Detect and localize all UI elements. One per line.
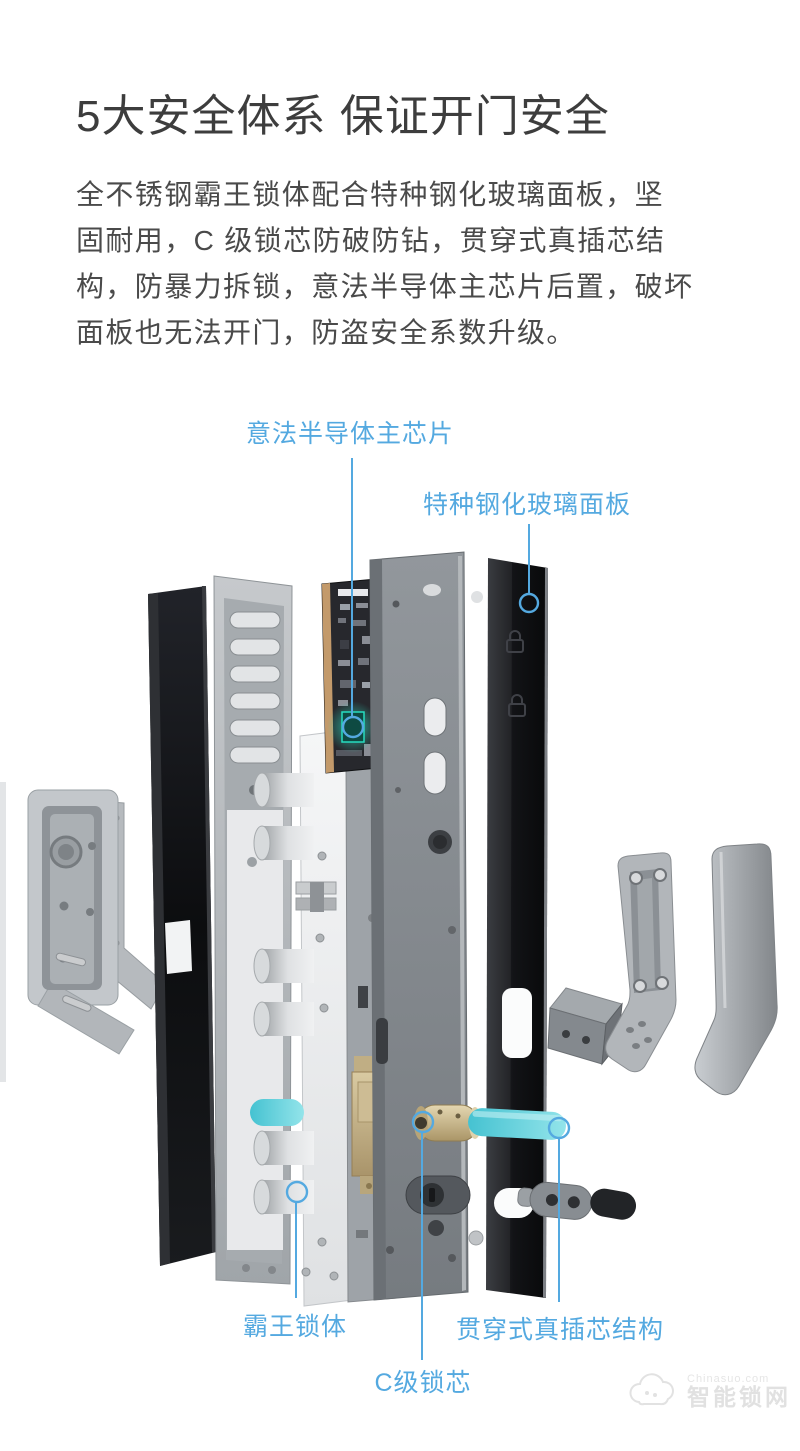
- deadbolt-pin: [253, 772, 314, 808]
- site-watermark: Chinasuo.com 智能锁网: [627, 1372, 797, 1412]
- description-paragraph: 全不锈钢霸王锁体配合特种钢化玻璃面板，坚 固耐用，C 级锁芯防破防钻，贯穿式真插…: [76, 172, 693, 356]
- black-cap-piece: [590, 1188, 637, 1220]
- mortise-rod-right: [468, 1108, 566, 1140]
- deadbolt-pin: [253, 1130, 314, 1166]
- watermark-site: Chinasuo.com: [687, 1373, 770, 1386]
- callout-circle-rod: [547, 1116, 571, 1140]
- vent-frame: [213, 575, 293, 1285]
- callout-circle-cylinder: [411, 1110, 435, 1134]
- deadbolt-pin: [253, 948, 314, 984]
- edge-sliver: [0, 782, 6, 1082]
- callout-circle-glass: [518, 592, 540, 614]
- callout-label-mortise: 贯穿式真插芯结构: [455, 1316, 665, 1344]
- deadbolt-pin: [253, 1001, 314, 1037]
- callout-markers: [285, 458, 571, 1360]
- page-title: 5大安全体系 保证开门安全: [76, 92, 610, 141]
- watermark-name: 智能锁网: [687, 1384, 791, 1411]
- door-handle: [694, 843, 778, 1096]
- callout-circle-chip: [341, 715, 365, 739]
- left-mounting-bracket: [27, 789, 166, 1055]
- callout-label-glass-panel: 特种钢化玻璃面板: [422, 491, 632, 519]
- latch-tongue: [295, 881, 337, 912]
- bolt-plate: [250, 729, 353, 1307]
- lock-glyph-icons: [506, 630, 526, 717]
- callout-label-main-chip: 意法半导体主芯片: [245, 420, 455, 448]
- lock-body-plate: [369, 551, 471, 1301]
- watermark-text: Chinasuo.com 智能锁网: [687, 1373, 791, 1410]
- cloud-icon: [629, 1373, 674, 1406]
- deadbolt-pin: [253, 825, 314, 861]
- handle-bracket: [605, 852, 677, 1073]
- description-line: 全不锈钢霸王锁体配合特种钢化玻璃面板，坚: [76, 179, 665, 210]
- callout-label-cylinder: C级锁芯: [374, 1369, 472, 1397]
- mortise-rod-left: [250, 1099, 304, 1126]
- callout-label-lock-body: 霸王锁体: [242, 1313, 348, 1341]
- description-line: 固耐用，C 级锁芯防破防钻，贯穿式真插芯结: [76, 225, 666, 256]
- description-line: 构，防暴力拆锁，意法半导体主芯片后置，破坏: [76, 271, 694, 302]
- glass-handle-cutout: [502, 988, 532, 1058]
- small-pin: [468, 1230, 484, 1246]
- description-line: 面板也无法开门，防盗安全系数升级。: [76, 317, 576, 348]
- panel-window-cutout: [165, 920, 192, 974]
- callout-circle-lockbody: [285, 1180, 309, 1204]
- rear-cover-panel: [148, 586, 216, 1266]
- screw-cap: [471, 591, 483, 603]
